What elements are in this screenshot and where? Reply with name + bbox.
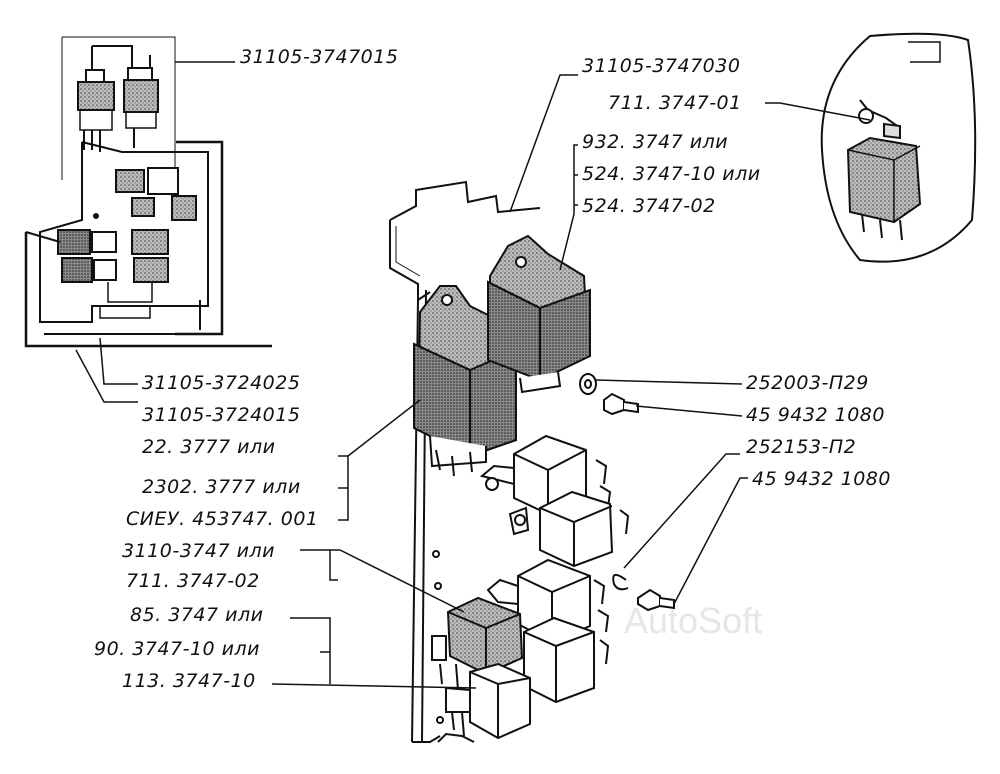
label-washer-1: 252003-П29: [746, 372, 869, 394]
hardware: [579, 373, 675, 612]
label-harness-1: 31105-3724025: [142, 372, 301, 394]
inset-single-relay: [820, 32, 977, 263]
label-relay-single: 711. 3747-01: [608, 92, 742, 114]
main-relay: [487, 234, 591, 394]
label-main-relay-2: 524. 3747-10 или: [582, 163, 761, 185]
label-main-relay-1: 932. 3747 или: [582, 131, 729, 153]
inset-block-scheme: [24, 36, 272, 348]
label-screw-1: 45 9432 1080: [746, 404, 885, 426]
label-relay-b-1: 85. 3747 или: [130, 604, 264, 626]
leader-lines: [75, 61, 871, 689]
label-relay-a-2: 711. 3747-02: [126, 570, 260, 592]
label-relay-b-3: 113. 3747-10: [122, 670, 256, 692]
label-timer-1: 22. 3777 или: [142, 436, 276, 458]
label-washer-2: 252153-П2: [746, 436, 857, 458]
label-timer-2: 2302. 3777 или: [142, 476, 301, 498]
small-dark-relays: [431, 596, 531, 743]
label-harness-2: 31105-3724015: [142, 404, 301, 426]
label-timer-3: СИЕУ. 453747. 001: [126, 508, 319, 530]
label-bracket: 31105-3747030: [582, 55, 741, 77]
white-relays-lower: [486, 558, 610, 704]
label-main-relay-3: 524. 3747-02: [582, 195, 716, 217]
white-relays-upper: [479, 434, 630, 568]
label-top-left-unit: 31105-3747015: [240, 46, 399, 68]
watermark: AutoSoft: [624, 600, 763, 641]
label-relay-b-2: 90. 3747-10 или: [94, 638, 261, 660]
label-relay-a-1: 3110-3747 или: [122, 540, 275, 562]
label-screw-2: 45 9432 1080: [752, 468, 891, 490]
